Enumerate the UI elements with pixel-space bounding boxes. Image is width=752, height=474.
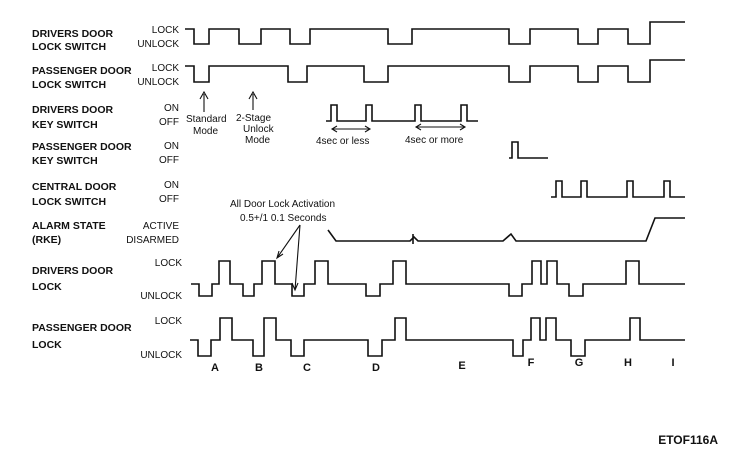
signal-8-low-label: UNLOCK [140, 350, 182, 361]
marker-h: H [624, 357, 632, 369]
signal-3-low-label: OFF [159, 117, 179, 128]
wave-passenger-door-key-switch [509, 141, 548, 159]
signal-3-high-label: ON [164, 103, 179, 114]
standard-mode-arrow [199, 90, 209, 112]
marker-i: I [671, 357, 674, 369]
all-door-timing-label: 0.5+/1 0.1 Seconds [240, 213, 326, 224]
two-stage-label-3: Mode [245, 135, 270, 146]
signal-4-name-line2: KEY SWITCH [32, 155, 98, 167]
annotations: Standard Mode 2-Stage Unlock Mode 4sec o… [186, 90, 467, 292]
standard-mode-label-2: Mode [193, 126, 218, 137]
all-door-activation-label: All Door Lock Activation [230, 199, 335, 210]
four-sec-more-label: 4sec or more [405, 135, 464, 146]
signal-labels: DRIVERS DOOR LOCK SWITCH PASSENGER DOOR … [32, 28, 132, 351]
signal-8-high-label: LOCK [155, 316, 183, 327]
wave-drivers-door-key-switch [326, 104, 478, 122]
signal-2-name-line1: PASSENGER DOOR [32, 65, 132, 77]
four-sec-more-arrow [414, 123, 467, 131]
signal-7-high-label: LOCK [155, 258, 183, 269]
two-stage-label-1: 2-Stage [236, 113, 271, 124]
wave-drivers-door-lock [191, 260, 685, 297]
signal-6-low-label: DISARMED [126, 235, 179, 246]
signal-6-name-line2: (RKE) [32, 234, 61, 246]
all-door-pointer-2 [291, 224, 301, 292]
marker-b: B [255, 362, 263, 374]
marker-e: E [458, 360, 465, 372]
signal-6-high-label: ACTIVE [143, 221, 179, 232]
signal-2-name-line2: LOCK SWITCH [32, 79, 106, 91]
signal-5-high-label: ON [164, 180, 179, 191]
time-markers: A B C D E F G H I [211, 357, 675, 374]
standard-mode-label-1: Standard [186, 114, 227, 125]
signal-6-name-line1: ALARM STATE [32, 220, 106, 232]
signal-3-name-line1: DRIVERS DOOR [32, 104, 114, 116]
four-sec-less-label: 4sec or less [316, 136, 369, 147]
marker-a: A [211, 362, 219, 374]
all-door-pointer-1 [276, 224, 301, 260]
signal-7-name-line1: DRIVERS DOOR [32, 265, 114, 277]
wave-passenger-door-lock-switch [185, 59, 685, 83]
four-sec-less-arrow [330, 125, 372, 133]
signal-1-high-label: LOCK [152, 25, 180, 36]
wave-passenger-door-lock [190, 317, 685, 357]
wave-drivers-door-lock-switch [185, 21, 685, 45]
marker-f: F [528, 357, 535, 369]
signal-7-low-label: UNLOCK [140, 291, 182, 302]
signal-8-name-line1: PASSENGER DOOR [32, 322, 132, 334]
signal-4-low-label: OFF [159, 155, 179, 166]
signal-7-name-line2: LOCK [32, 281, 62, 293]
marker-d: D [372, 362, 380, 374]
signal-5-name-line1: CENTRAL DOOR [32, 181, 117, 193]
wave-central-door-lock-switch [551, 180, 685, 198]
signal-2-high-label: LOCK [152, 63, 180, 74]
marker-c: C [303, 362, 311, 374]
two-stage-label-2: Unlock [243, 124, 275, 135]
wave-alarm-state [327, 217, 685, 242]
signal-5-low-label: OFF [159, 194, 179, 205]
two-stage-arrow [248, 90, 258, 110]
signal-1-name-line2: LOCK SWITCH [32, 41, 106, 53]
signal-1-name-line1: DRIVERS DOOR [32, 28, 114, 40]
waveforms [185, 21, 685, 357]
marker-g: G [575, 357, 584, 369]
signal-2-low-label: UNLOCK [137, 77, 179, 88]
signal-1-low-label: UNLOCK [137, 39, 179, 50]
figure-code: ETOF116A [658, 433, 718, 447]
signal-5-name-line2: LOCK SWITCH [32, 196, 106, 208]
signal-4-name-line1: PASSENGER DOOR [32, 141, 132, 153]
state-labels: LOCK UNLOCK LOCK UNLOCK ON OFF ON OFF ON… [126, 25, 182, 361]
signal-4-high-label: ON [164, 141, 179, 152]
signal-3-name-line2: KEY SWITCH [32, 119, 98, 131]
signal-8-name-line2: LOCK [32, 339, 62, 351]
